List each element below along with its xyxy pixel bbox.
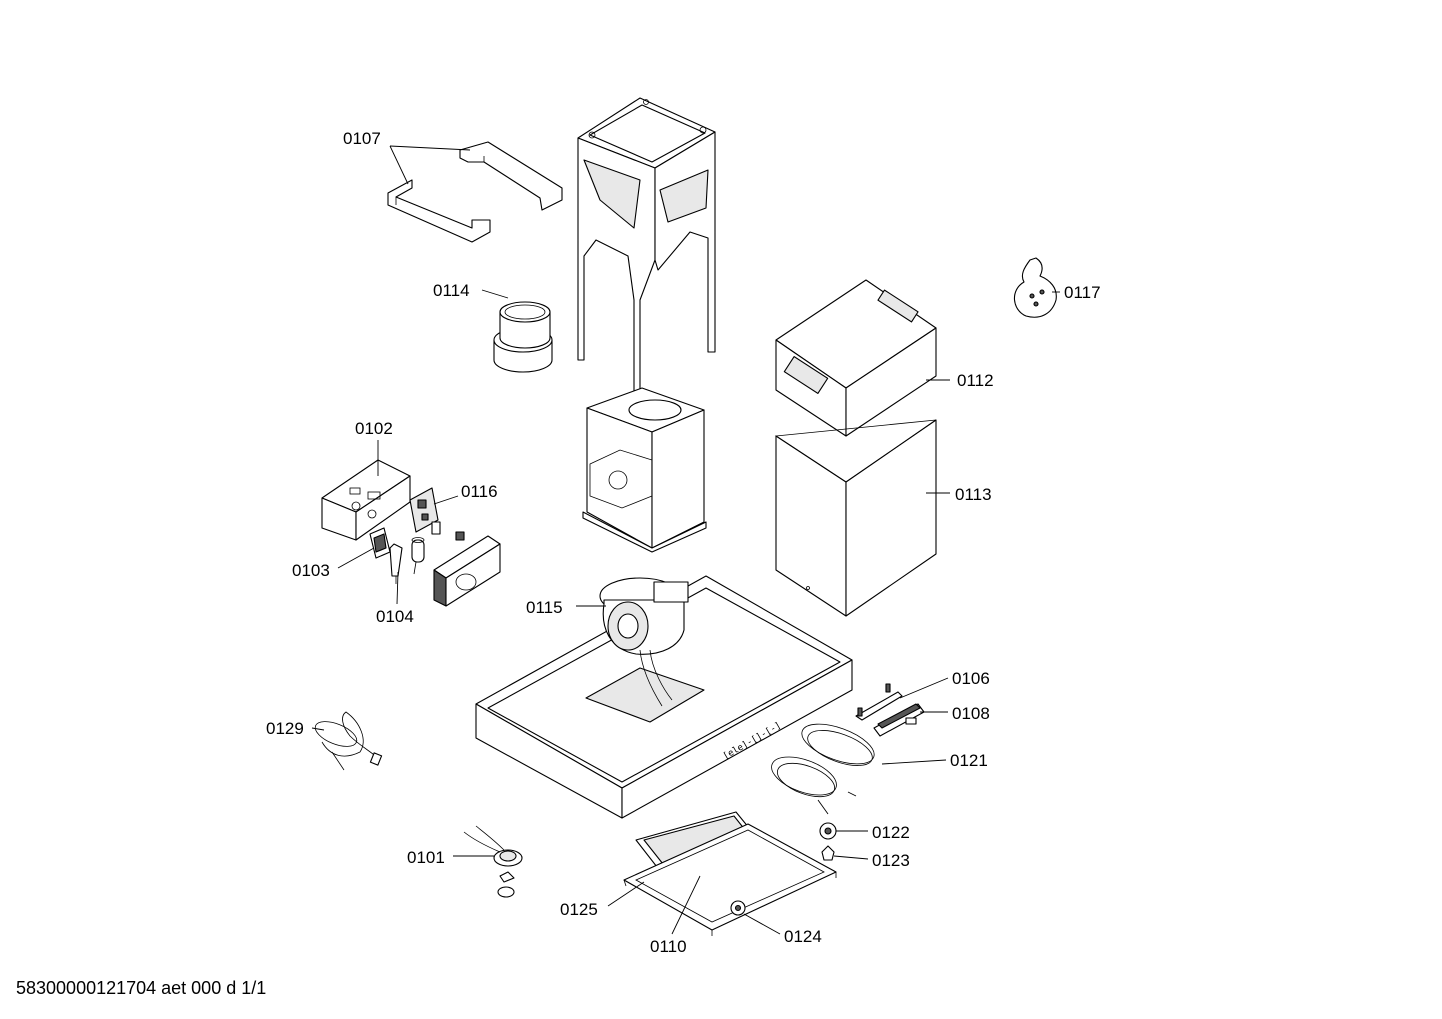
label-0114: 0114 xyxy=(433,281,470,300)
part-0129-power-cord xyxy=(314,711,383,771)
hood-canopy: [ele]-[]-[-] xyxy=(475,575,853,819)
part-0102-control-housing xyxy=(321,459,411,541)
label-0113: 0113 xyxy=(955,485,992,504)
label-0107: 0107 xyxy=(343,129,381,148)
part-0115-blower-motor xyxy=(599,577,689,707)
label-0124: 0124 xyxy=(784,927,822,946)
part-0107-bracket xyxy=(387,141,563,243)
part-0124-fastener xyxy=(730,900,746,916)
label-0123: 0123 xyxy=(872,851,910,870)
label-0129: 0129 xyxy=(266,719,304,738)
part-0121-cables xyxy=(771,723,875,815)
label-0110: 0110 xyxy=(650,937,687,956)
part-0112-upper-chimney xyxy=(775,279,937,437)
label-0112: 0112 xyxy=(957,371,994,390)
label-0115: 0115 xyxy=(526,598,563,617)
control-panel-plate xyxy=(433,531,501,607)
part-0108-switch-plate xyxy=(873,703,925,737)
label-0106: 0106 xyxy=(952,669,990,688)
leader-lines xyxy=(311,145,1060,935)
part-0103-switch xyxy=(369,527,391,559)
part-0123-fitting xyxy=(821,845,835,861)
part-0113-lower-chimney xyxy=(774,419,937,617)
label-0121: 0121 xyxy=(950,751,988,770)
label-0108: 0108 xyxy=(952,704,990,723)
label-0102: 0102 xyxy=(355,419,393,438)
part-0117-screw-bag xyxy=(1013,257,1057,318)
label-0125: 0125 xyxy=(560,900,598,919)
part-0125-lower-frame xyxy=(623,823,837,936)
frame-tower xyxy=(577,97,716,393)
label-0104: 0104 xyxy=(376,607,414,626)
label-0103: 0103 xyxy=(292,561,330,580)
label-0101: 0101 xyxy=(407,848,445,867)
part-0101-light xyxy=(463,825,523,898)
part-0122-fitting xyxy=(819,822,837,840)
label-0116: 0116 xyxy=(461,482,498,501)
label-0122: 0122 xyxy=(872,823,910,842)
label-0117: 0117 xyxy=(1064,283,1101,302)
motor-housing-box xyxy=(582,387,707,553)
part-0116-circuit-board xyxy=(409,487,441,535)
document-number: 58300000121704 aet 000 d 1/1 xyxy=(16,978,267,998)
part-0106-holder xyxy=(855,683,903,721)
part-0114-duct-ring xyxy=(493,301,553,373)
part-0104-capacitor xyxy=(389,537,425,584)
part-labels: 0107 0114 0102 0116 0103 0104 0115 0117 … xyxy=(266,129,1101,956)
